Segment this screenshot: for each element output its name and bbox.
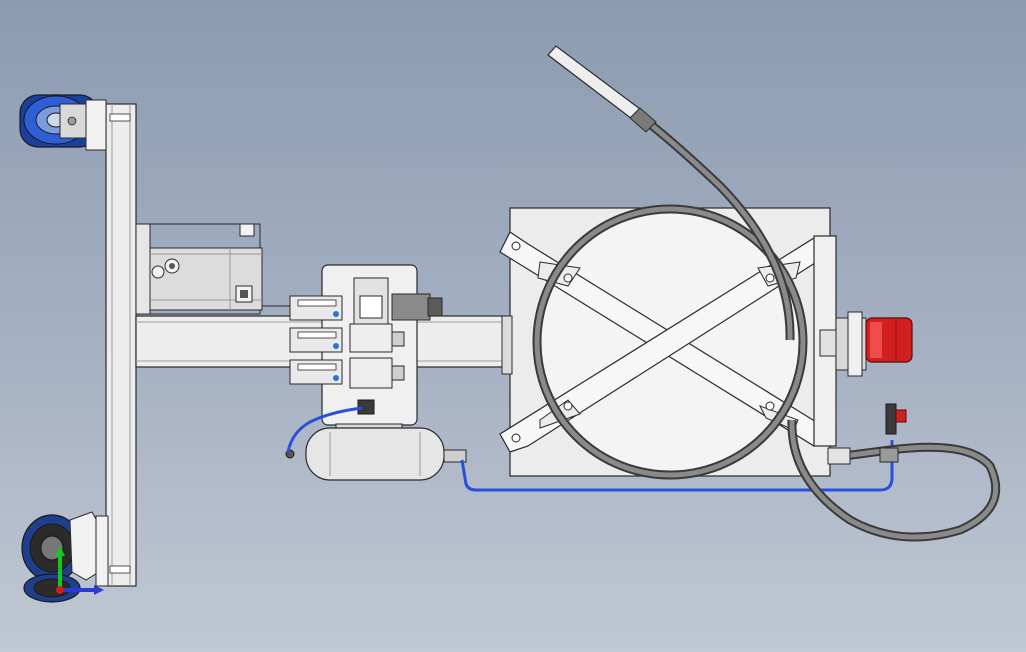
cart-frame-upright — [105, 103, 137, 587]
axis-triad-icon — [55, 546, 104, 595]
air-line-bottom — [460, 440, 894, 492]
ball-valve — [879, 403, 907, 463]
air-line-manifold — [286, 406, 363, 453]
emergency-stop-button — [835, 311, 913, 377]
caster-wheel-top — [19, 94, 107, 151]
spray-wand — [547, 45, 657, 133]
valve-manifold — [289, 264, 443, 426]
motor-unit — [135, 223, 290, 315]
air-tank — [285, 423, 467, 481]
